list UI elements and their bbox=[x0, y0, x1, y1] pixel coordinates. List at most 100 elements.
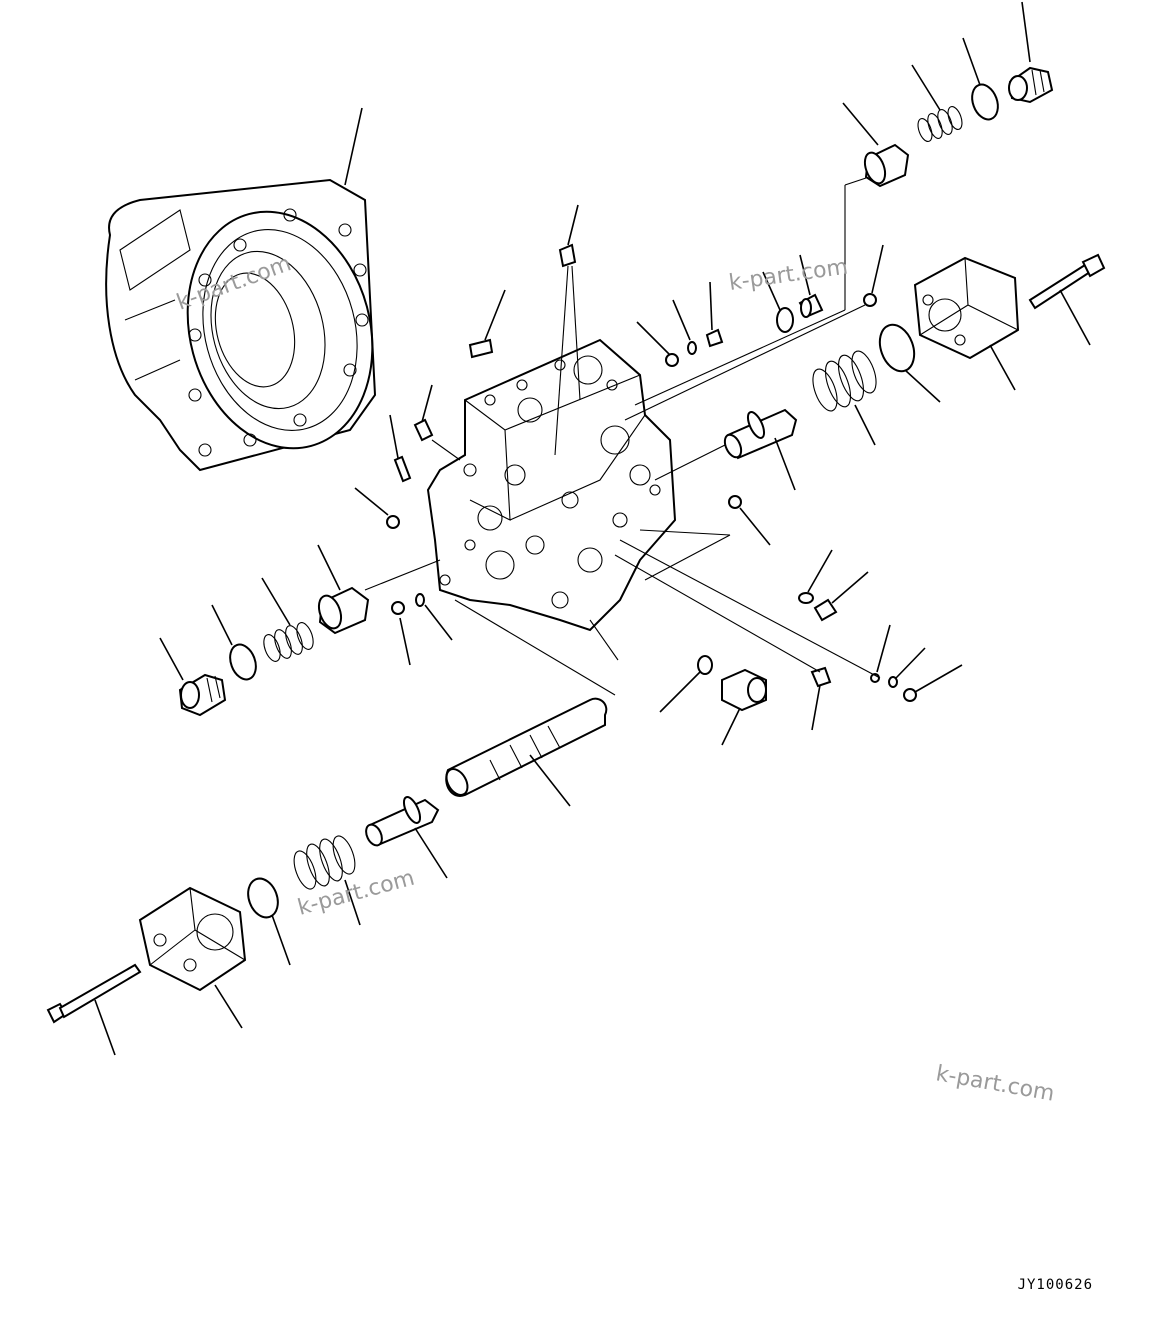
leader-line bbox=[634, 309, 846, 406]
leader-line bbox=[614, 554, 821, 673]
leader-line bbox=[904, 369, 941, 403]
leader-line bbox=[799, 254, 811, 296]
sleeve-top-right[interactable] bbox=[861, 143, 910, 188]
leader-line bbox=[317, 544, 341, 591]
bolt-upper-right[interactable] bbox=[1028, 253, 1106, 310]
leader-line bbox=[454, 599, 616, 696]
small-o-ring-h[interactable] bbox=[798, 592, 814, 604]
leader-line bbox=[431, 439, 461, 461]
o-ring-top-right[interactable] bbox=[968, 81, 1003, 123]
pin-a[interactable] bbox=[393, 455, 412, 483]
leader-line bbox=[414, 827, 448, 879]
leader-line bbox=[811, 684, 821, 731]
leader-line bbox=[424, 604, 453, 641]
leader-line bbox=[567, 204, 579, 246]
plug-top-right[interactable] bbox=[1008, 66, 1054, 104]
leader-line bbox=[654, 444, 726, 481]
leader-line bbox=[214, 984, 243, 1029]
o-ring-left[interactable] bbox=[226, 641, 261, 683]
small-plug-g[interactable] bbox=[863, 293, 877, 307]
drawing-code: JY100626 bbox=[1017, 1277, 1093, 1293]
leader-line bbox=[854, 404, 876, 446]
spring-top-right[interactable] bbox=[915, 105, 964, 144]
plug-e[interactable] bbox=[705, 328, 724, 348]
pin-top[interactable] bbox=[468, 338, 494, 359]
leader-line bbox=[876, 624, 891, 673]
leader-line bbox=[571, 265, 581, 401]
leader-line bbox=[871, 244, 884, 294]
spring-left[interactable] bbox=[261, 620, 317, 663]
plug-f[interactable] bbox=[798, 293, 824, 318]
leader-line bbox=[399, 617, 411, 666]
leader-line bbox=[421, 384, 433, 423]
watermark-text: k-part.com bbox=[727, 255, 849, 296]
plug-k[interactable] bbox=[721, 668, 767, 712]
leader-line bbox=[774, 437, 796, 491]
leader-line bbox=[389, 414, 399, 459]
sleeve-left[interactable] bbox=[315, 586, 370, 635]
leader-line bbox=[672, 299, 691, 341]
leader-line bbox=[762, 271, 781, 311]
o-ring-lower[interactable] bbox=[243, 874, 283, 921]
valve-block[interactable] bbox=[426, 338, 677, 632]
small-o-ring-a[interactable] bbox=[415, 593, 425, 607]
o-ring-e[interactable] bbox=[776, 307, 794, 333]
leader-line bbox=[844, 177, 867, 186]
plug-c[interactable] bbox=[413, 418, 434, 442]
leader-line bbox=[989, 344, 1016, 391]
leader-line bbox=[709, 281, 713, 331]
small-plug-d[interactable] bbox=[665, 353, 679, 367]
orifice[interactable] bbox=[810, 666, 832, 688]
spring-upper-right[interactable] bbox=[808, 348, 881, 414]
leader-line bbox=[94, 999, 116, 1056]
piston[interactable] bbox=[363, 795, 440, 848]
cover-upper-right[interactable] bbox=[913, 256, 1020, 360]
leader-line bbox=[529, 754, 571, 807]
leader-line bbox=[344, 879, 361, 926]
cover-lower[interactable] bbox=[138, 886, 247, 992]
small-plug-j[interactable] bbox=[903, 688, 917, 702]
leader-line bbox=[484, 289, 506, 341]
leader-line bbox=[261, 577, 291, 626]
spring-lower[interactable] bbox=[290, 833, 360, 892]
leader-line bbox=[914, 664, 963, 693]
plug-h[interactable] bbox=[813, 598, 838, 622]
leader-line bbox=[911, 64, 941, 111]
spool-assembly[interactable] bbox=[442, 697, 608, 799]
leader-line bbox=[1021, 1, 1031, 63]
small-o-ring-i[interactable] bbox=[888, 676, 898, 688]
leader-line bbox=[831, 571, 869, 604]
small-plug-b[interactable] bbox=[391, 601, 405, 615]
leader-line bbox=[721, 707, 741, 746]
leader-line bbox=[554, 265, 569, 456]
leader-line bbox=[659, 671, 701, 713]
small-plug-top[interactable] bbox=[558, 243, 577, 268]
leader-line bbox=[344, 107, 363, 186]
leader-line bbox=[159, 637, 184, 681]
leader-line bbox=[639, 529, 731, 536]
leader-line bbox=[739, 507, 771, 546]
leader-line bbox=[644, 534, 731, 581]
o-ring-k[interactable] bbox=[697, 655, 713, 675]
watermark-text: k-part.com bbox=[934, 1061, 1056, 1106]
motor-housing[interactable] bbox=[105, 178, 398, 472]
leader-line bbox=[589, 619, 619, 661]
small-plug-h[interactable] bbox=[728, 495, 742, 509]
leader-line bbox=[962, 37, 981, 86]
leader-line bbox=[1059, 289, 1091, 346]
small-plug-a[interactable] bbox=[386, 515, 400, 529]
bolt-lower[interactable] bbox=[46, 963, 142, 1024]
plug-left[interactable] bbox=[178, 673, 227, 717]
o-ring-upper-right[interactable] bbox=[874, 320, 920, 376]
leader-line bbox=[211, 604, 233, 646]
leader-line bbox=[271, 914, 291, 966]
leader-line bbox=[624, 304, 866, 421]
leader-line bbox=[895, 647, 926, 679]
leader-line bbox=[842, 102, 879, 146]
small-o-ring-d[interactable] bbox=[687, 341, 697, 355]
piston-upper-right[interactable] bbox=[722, 408, 798, 460]
leader-line bbox=[354, 487, 389, 516]
leader-line bbox=[364, 559, 441, 591]
leader-line bbox=[619, 539, 881, 679]
